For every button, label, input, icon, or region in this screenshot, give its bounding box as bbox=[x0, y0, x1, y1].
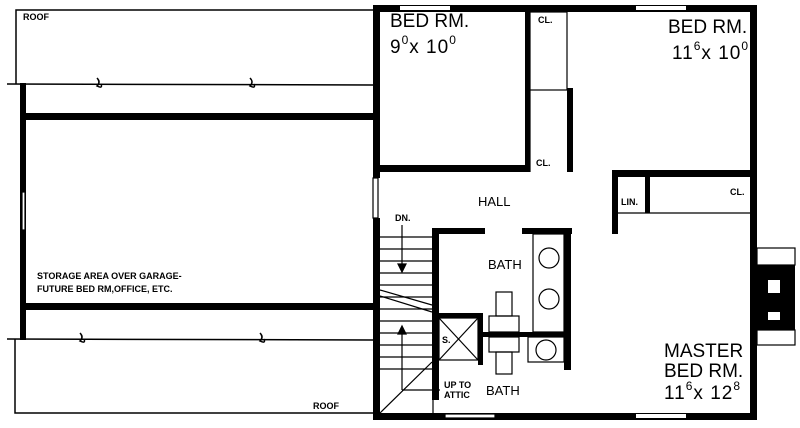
shower-label: S. bbox=[442, 335, 451, 345]
attic-label: UP TO ATTIC bbox=[444, 380, 471, 400]
bath-upper-label: BATH bbox=[488, 257, 522, 272]
bath-lower-label: BATH bbox=[486, 383, 520, 398]
closet-label-2: CL. bbox=[536, 158, 551, 168]
roof-label-bottom: ROOF bbox=[313, 401, 339, 411]
stairs-down-label: DN. bbox=[395, 213, 411, 223]
bed-room-left-name: BED RM. bbox=[390, 11, 470, 32]
attic-line-2: ATTIC bbox=[444, 390, 470, 400]
hall-label: HALL bbox=[478, 194, 511, 209]
storage-area-label: STORAGE AREA OVER GARAGE- FUTURE BED RM,… bbox=[37, 270, 182, 296]
bed-room-right-size: 116x 100 bbox=[672, 39, 750, 64]
roof-label-top: ROOF bbox=[23, 12, 49, 22]
closet-label-1: CL. bbox=[538, 15, 553, 25]
master-bed-room-size: 116x 128 bbox=[664, 379, 742, 404]
master-bed-room-name-1: MASTER bbox=[664, 341, 744, 362]
attic-line-1: UP TO bbox=[444, 380, 472, 390]
linen-label: LIN. bbox=[621, 197, 638, 207]
bed-room-right-name: BED RM. bbox=[668, 17, 748, 38]
closet-label-3: CL. bbox=[730, 187, 745, 197]
storage-line-1: STORAGE AREA OVER GARAGE- bbox=[37, 271, 182, 281]
storage-line-2: FUTURE BED RM,OFFICE, ETC. bbox=[37, 284, 173, 294]
master-bed-room-name-2: BED RM. bbox=[664, 361, 744, 382]
roof-lines bbox=[6, 9, 374, 414]
fixtures bbox=[21, 6, 796, 419]
stair-treads bbox=[379, 236, 433, 414]
bed-room-left-size: 90x 100 bbox=[390, 33, 457, 58]
